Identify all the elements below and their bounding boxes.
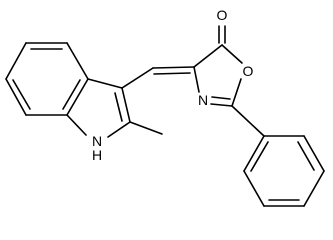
indole-nitrogen-label: N: [92, 133, 102, 149]
bond: [87, 78, 123, 89]
bond: [5, 78, 27, 116]
indole-benzene-ring: [5, 42, 89, 116]
bond: [66, 42, 89, 80]
methylidene-double-bond: [152, 66, 195, 69]
bond: [210, 103, 233, 107]
bond: [303, 170, 325, 207]
indole-pyrrole-ring: [66, 78, 131, 138]
bond: [193, 66, 200, 93]
ring-oxygen-label: O: [243, 63, 254, 79]
bond: [243, 135, 265, 172]
methylidene-double-bond: [153, 72, 191, 75]
structure-canvas: O O N N H: [5, 7, 325, 207]
bond: [297, 141, 315, 171]
bond: [193, 44, 223, 68]
methyl-bond: [129, 121, 163, 135]
bond: [243, 170, 265, 207]
bond: [66, 114, 87, 136]
bond: [62, 79, 81, 110]
ring-nitrogen-label: N: [198, 92, 208, 108]
bond: [231, 78, 242, 107]
carbonyl-oxygen-label: O: [217, 7, 228, 23]
bond: [66, 78, 89, 116]
bond: [250, 141, 269, 172]
bond: [107, 121, 131, 138]
bond: [221, 44, 243, 64]
linker-bond: [121, 67, 154, 89]
bond: [303, 135, 325, 172]
oxazolone-ring: [193, 44, 243, 107]
bond: [12, 79, 31, 110]
bond: [211, 96, 231, 100]
phenyl-ring: [243, 135, 325, 207]
phenyl-attachment-bond: [231, 105, 265, 137]
chemical-structure-diagram: O O N N H: [5, 7, 325, 207]
indole-hydrogen-label: H: [92, 147, 102, 163]
bond: [5, 42, 27, 80]
bond: [121, 87, 131, 123]
bond: [114, 92, 123, 122]
